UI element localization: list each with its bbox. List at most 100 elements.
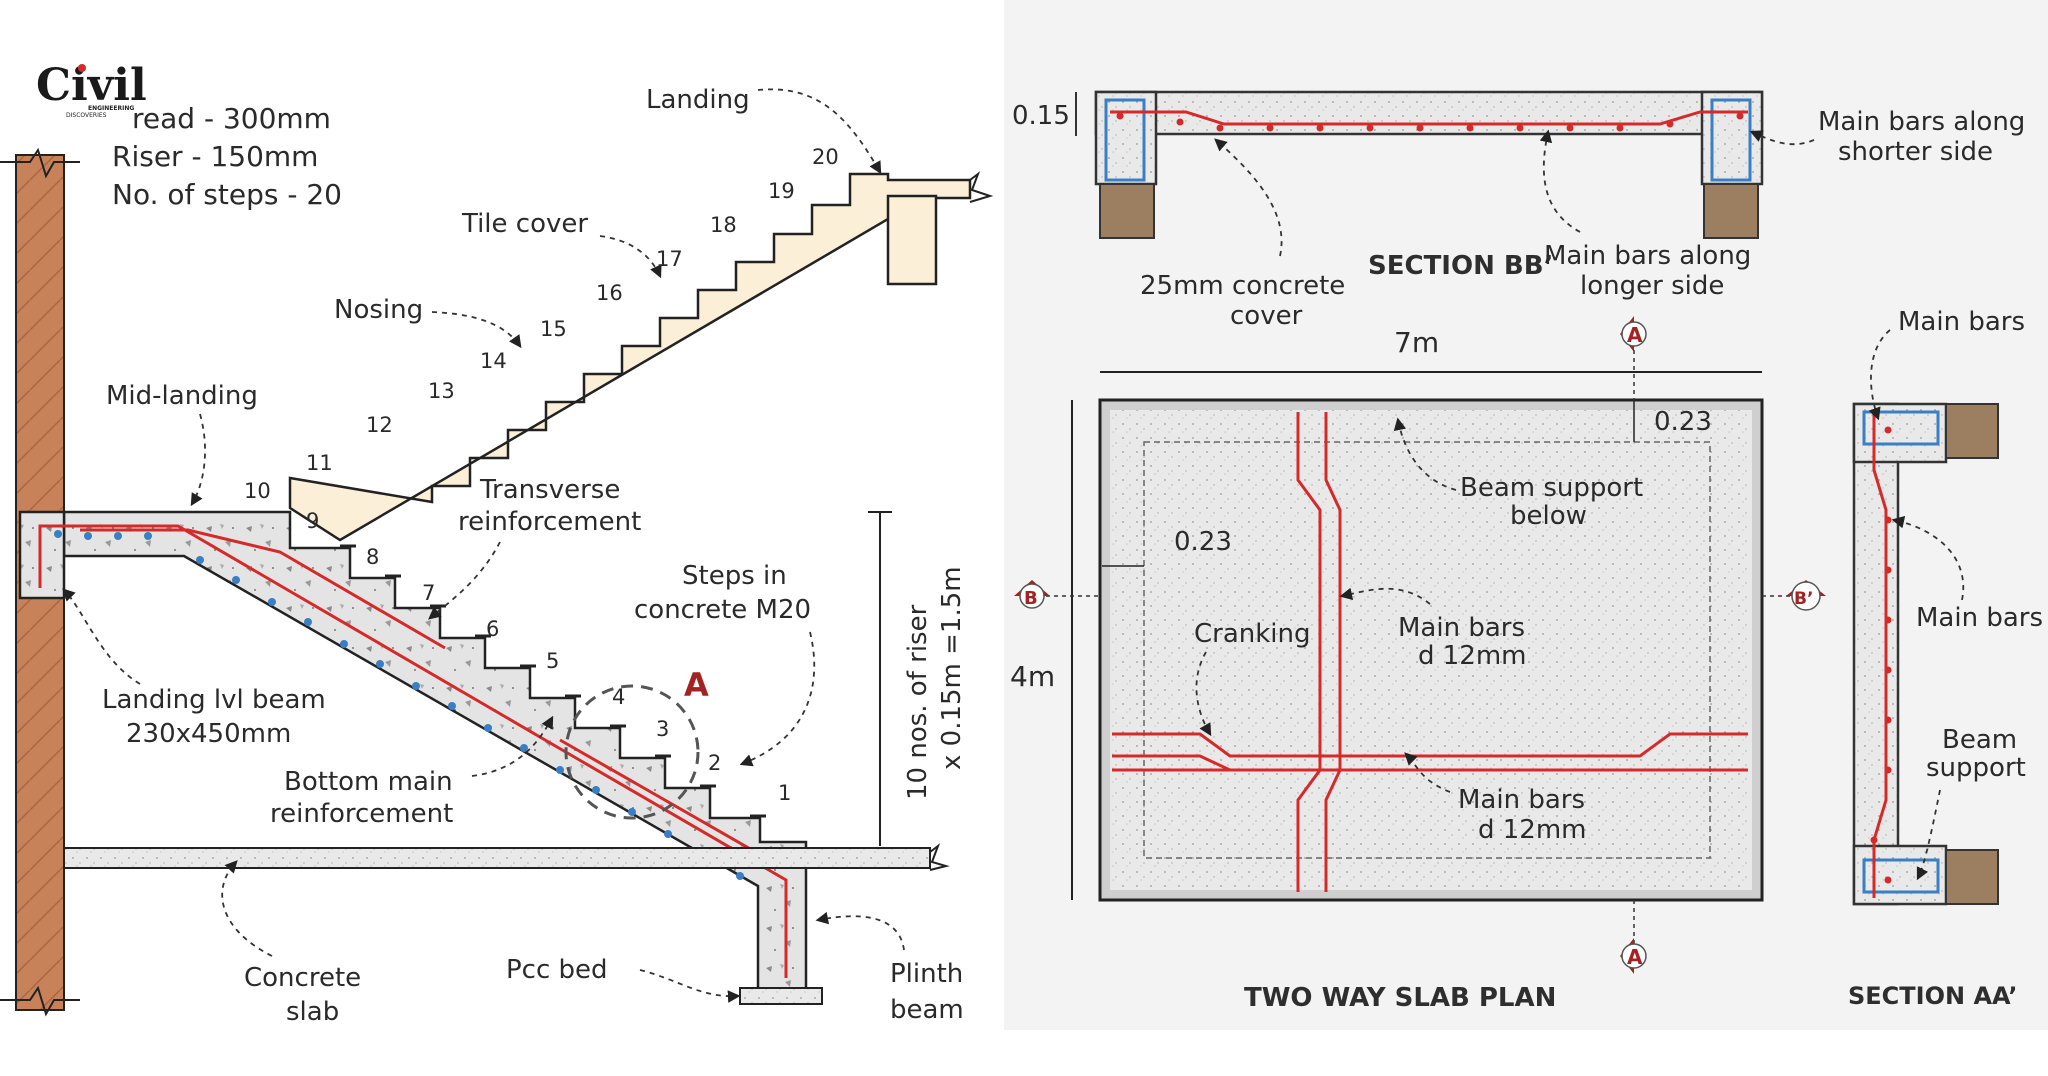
svg-text:19: 19 bbox=[768, 179, 795, 203]
svg-text:3: 3 bbox=[656, 717, 669, 741]
slab-break bbox=[929, 843, 950, 871]
label-tile-cover: Tile cover bbox=[461, 209, 588, 239]
svg-text:17: 17 bbox=[656, 247, 683, 271]
label-height: 10 nos. of riser bbox=[903, 604, 933, 800]
plan-dim-left: 0.23 bbox=[1174, 527, 1232, 557]
svg-text:11: 11 bbox=[306, 451, 333, 475]
plan-main-bars-1: Main bars bbox=[1398, 613, 1525, 643]
svg-text:slab: slab bbox=[286, 997, 339, 1027]
plan-beam-support bbox=[1143, 441, 1711, 859]
svg-text:4: 4 bbox=[612, 685, 625, 709]
svg-text:beam: beam bbox=[890, 995, 964, 1025]
svg-text:A: A bbox=[1627, 945, 1643, 969]
logo-text: Civil bbox=[36, 60, 147, 111]
plan-cranking: Cranking bbox=[1194, 619, 1311, 649]
bb-main-long: Main bars along bbox=[1544, 241, 1751, 271]
svg-text:5: 5 bbox=[546, 649, 559, 673]
svg-text:7: 7 bbox=[422, 581, 435, 605]
aa-main-bar bbox=[1872, 414, 1888, 898]
section-aa: Main bars Main bars Beam support SECTION… bbox=[1848, 307, 2043, 1010]
marker-a-top: A bbox=[1620, 316, 1647, 400]
svg-text:ENGINEERING: ENGINEERING bbox=[88, 105, 134, 112]
svg-text:2: 2 bbox=[708, 751, 721, 775]
detail-circle bbox=[564, 684, 700, 820]
svg-text:d 12mm: d 12mm bbox=[1418, 641, 1527, 671]
two-way-slab-plan: 7m 4m 0.23 0.23 Beam support below Crank… bbox=[1010, 316, 1826, 1013]
svg-text:15: 15 bbox=[540, 317, 567, 341]
bb-support-right bbox=[1703, 183, 1759, 239]
concrete-slab bbox=[63, 847, 931, 869]
svg-text:230x450mm: 230x450mm bbox=[126, 719, 291, 749]
svg-text:below: below bbox=[1510, 501, 1587, 531]
label-steps-concrete: Steps in bbox=[682, 561, 787, 591]
svg-text:longer side: longer side bbox=[1580, 271, 1724, 301]
upper-flight bbox=[288, 172, 972, 542]
bb-slab bbox=[1094, 90, 1764, 136]
svg-text:13: 13 bbox=[428, 379, 455, 403]
svg-text:14: 14 bbox=[480, 349, 507, 373]
aa-main-mid: Main bars bbox=[1916, 603, 2043, 633]
plan-slab bbox=[1110, 410, 1752, 890]
plan-beam-support-label: Beam support bbox=[1460, 473, 1643, 503]
svg-text:DISCOVERIES: DISCOVERIES bbox=[66, 112, 107, 119]
aa-beam-support: Beam bbox=[1942, 725, 2017, 755]
plan-vertical-bar-1 bbox=[1296, 412, 1322, 892]
plan-title: TWO WAY SLAB PLAN bbox=[1244, 983, 1556, 1013]
svg-text:8: 8 bbox=[366, 545, 379, 569]
label-landing: Landing bbox=[646, 85, 750, 115]
svg-text:12: 12 bbox=[366, 413, 393, 437]
plan-vertical-bar-2 bbox=[1324, 412, 1342, 892]
marker-b: B bbox=[1014, 580, 1100, 609]
label-bottom-main: Bottom main bbox=[284, 767, 453, 797]
label-concrete-slab: Concrete bbox=[244, 963, 361, 993]
svg-text:concrete M20: concrete M20 bbox=[634, 595, 811, 625]
svg-text:x 0.15m =1.5m: x 0.15m =1.5m bbox=[937, 566, 967, 770]
bottom-main-rebar bbox=[38, 524, 788, 978]
upper-landing-beam bbox=[886, 194, 938, 286]
svg-text:cover: cover bbox=[1230, 301, 1303, 331]
logo: Civil ENGINEERING DISCOVERIES bbox=[36, 60, 147, 119]
spec-tread: read - 300mm bbox=[132, 102, 331, 135]
bb-main-short: Main bars along bbox=[1818, 107, 2025, 137]
svg-text:10: 10 bbox=[244, 479, 271, 503]
marker-b2: B’ bbox=[1762, 580, 1826, 611]
wall-break-bottom bbox=[0, 985, 80, 1017]
svg-text:reinforcement: reinforcement bbox=[458, 507, 641, 537]
aa-title: SECTION AA’ bbox=[1848, 982, 2018, 1010]
plan-main-bars-2: Main bars bbox=[1458, 785, 1585, 815]
bb-cover: 25mm concrete bbox=[1140, 271, 1345, 301]
bb-main-bar bbox=[1110, 110, 1748, 126]
plan-height: 4m bbox=[1010, 660, 1055, 693]
svg-text:9: 9 bbox=[306, 509, 319, 533]
bb-title: SECTION BB’ bbox=[1368, 251, 1553, 281]
detail-marker-a: A bbox=[684, 666, 709, 704]
svg-text:20: 20 bbox=[812, 145, 839, 169]
bb-support-left bbox=[1099, 183, 1155, 239]
aa-support-bottom bbox=[1945, 849, 1999, 905]
marker-a-bottom: A bbox=[1620, 900, 1647, 974]
wall-break-top bbox=[0, 147, 80, 179]
svg-text:1: 1 bbox=[778, 781, 791, 805]
aa-support-top bbox=[1945, 403, 1999, 459]
svg-text:16: 16 bbox=[596, 281, 623, 305]
pcc-bed bbox=[739, 987, 823, 1005]
svg-text:support: support bbox=[1926, 753, 2026, 783]
svg-text:d 12mm: d 12mm bbox=[1478, 815, 1587, 845]
plan-dim-top: 0.23 bbox=[1654, 407, 1712, 437]
svg-text:18: 18 bbox=[710, 213, 737, 237]
label-nosing: Nosing bbox=[334, 295, 423, 325]
staircase-section: Civil ENGINEERING DISCOVERIES read - 300… bbox=[0, 60, 994, 1027]
svg-text:B: B bbox=[1024, 588, 1038, 609]
label-plinth-beam: Plinth bbox=[890, 959, 963, 989]
top-rebar bbox=[80, 528, 781, 868]
spec-riser: Riser - 150mm bbox=[112, 140, 318, 173]
svg-text:reinforcement: reinforcement bbox=[270, 799, 453, 829]
landing-break bbox=[969, 171, 994, 203]
aa-main-top: Main bars bbox=[1898, 307, 2025, 337]
plan-width: 7m bbox=[1394, 326, 1439, 359]
step-numbers: 1 2 3 4 5 6 7 8 9 10 11 12 13 14 15 16 1… bbox=[244, 145, 839, 805]
svg-text:B’: B’ bbox=[1794, 589, 1813, 609]
svg-text:6: 6 bbox=[486, 617, 499, 641]
bb-dim: 0.15 bbox=[1012, 101, 1070, 131]
